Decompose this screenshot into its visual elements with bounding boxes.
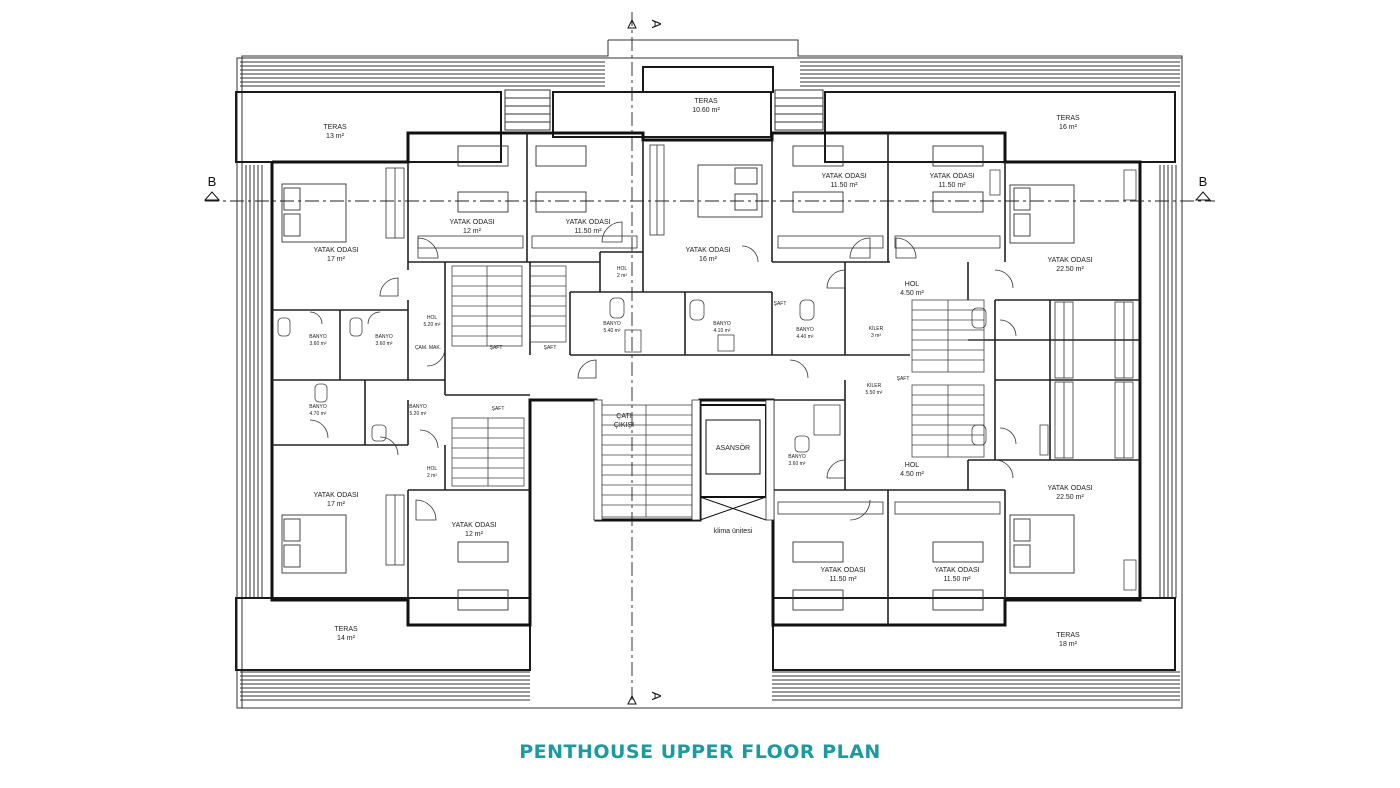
section-mark-b-left: B (208, 174, 217, 189)
plan-title: PENTHOUSE UPPER FLOOR PLAN (519, 741, 881, 763)
section-mark-b-right: B (1199, 174, 1208, 189)
furniture-wardrobes (385, 144, 1134, 566)
room-saft-5: ŞAFT (897, 376, 910, 382)
roof-outline (236, 39, 1183, 709)
room-klima: klima ünitesi (714, 528, 753, 535)
stairs (451, 265, 985, 518)
core-hatch (593, 399, 775, 521)
room-asansor: ASANSÖR (716, 444, 750, 452)
door-swings (309, 221, 1017, 521)
room-saft-1: ŞAFT (490, 345, 503, 351)
room-saft-2: ŞAFT (544, 345, 557, 351)
section-mark-a-bottom: A (649, 692, 664, 701)
elevator-shaft (699, 404, 767, 521)
room-cam-mak: ÇAM. MAK. (415, 345, 441, 351)
furniture-beds (281, 145, 1075, 611)
section-markers (203, 18, 1212, 705)
section-lines (205, 12, 1215, 700)
bathroom-fixtures (277, 169, 1137, 591)
room-saft-3: ŞAFT (492, 406, 505, 412)
room-saft-4: ŞAFT (774, 301, 787, 307)
section-mark-a-top: A (649, 20, 664, 29)
terraces (235, 66, 1176, 671)
